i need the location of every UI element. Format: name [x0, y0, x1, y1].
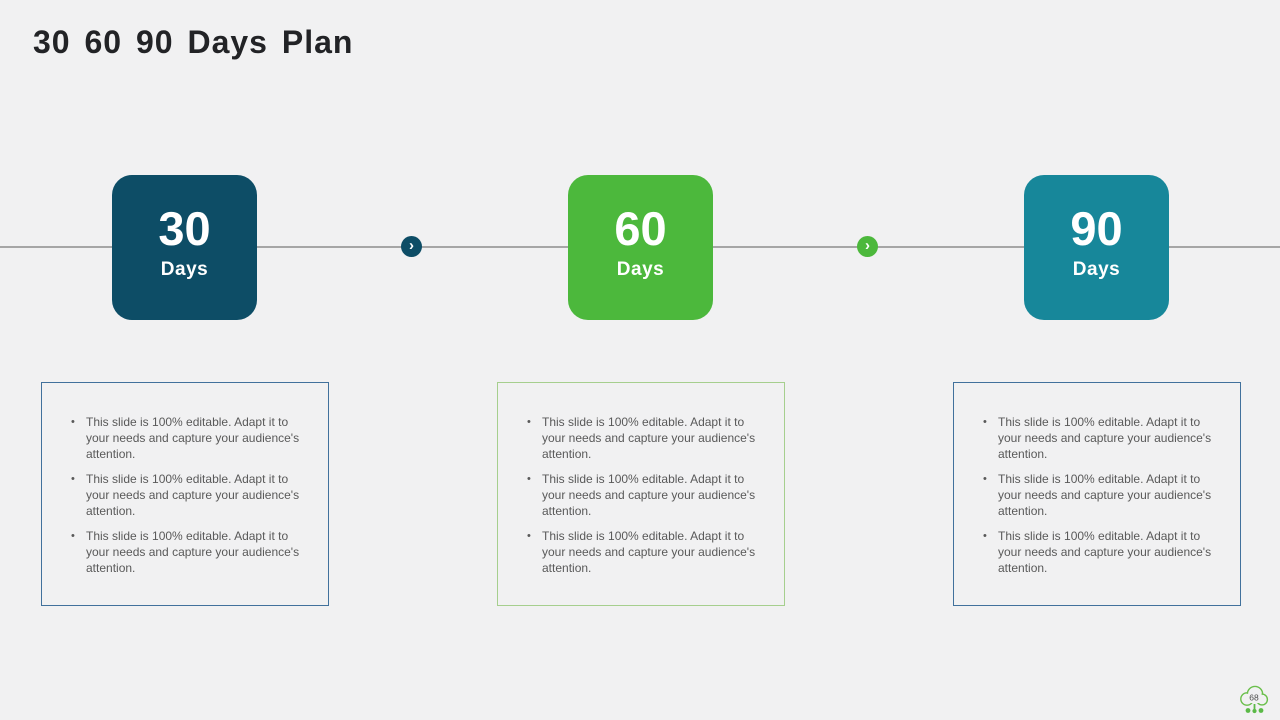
bullet-list: This slide is 100% editable. Adapt it to… — [69, 414, 302, 576]
bullet-item: This slide is 100% editable. Adapt it to… — [525, 414, 758, 462]
bullet-item: This slide is 100% editable. Adapt it to… — [525, 471, 758, 519]
notes-box-60-days: This slide is 100% editable. Adapt it to… — [497, 382, 785, 606]
bullet-item: This slide is 100% editable. Adapt it to… — [525, 528, 758, 576]
milestone-label: Days — [1072, 258, 1121, 280]
chevron-right-icon: › — [857, 236, 878, 257]
dots-icon — [1245, 704, 1264, 714]
milestone-card-90-days: 90 Days — [1024, 175, 1169, 320]
bullet-item: This slide is 100% editable. Adapt it to… — [69, 414, 302, 462]
notes-box-90-days: This slide is 100% editable. Adapt it to… — [953, 382, 1241, 606]
milestone-number: 30 — [158, 201, 211, 255]
bullet-item: This slide is 100% editable. Adapt it to… — [981, 414, 1214, 462]
bullet-item: This slide is 100% editable. Adapt it to… — [981, 471, 1214, 519]
milestone-card-30-days: 30 Days — [112, 175, 257, 320]
bullet-list: This slide is 100% editable. Adapt it to… — [981, 414, 1214, 576]
chevron-right-icon: › — [401, 236, 422, 257]
milestone-label: Days — [616, 258, 665, 280]
chevron-glyph: › — [865, 237, 870, 254]
cloud-page-number-icon: 68 — [1240, 685, 1269, 714]
milestone-card-60-days: 60 Days — [568, 175, 713, 320]
page-title: 30 60 90 Days Plan — [33, 24, 354, 60]
bullet-item: This slide is 100% editable. Adapt it to… — [69, 528, 302, 576]
milestone-number: 90 — [1070, 201, 1123, 255]
chevron-glyph: › — [409, 237, 414, 254]
milestone-label: Days — [160, 258, 209, 280]
bullet-item: This slide is 100% editable. Adapt it to… — [981, 528, 1214, 576]
page-number: 68 — [1249, 693, 1259, 703]
bullet-item: This slide is 100% editable. Adapt it to… — [69, 471, 302, 519]
milestone-number: 60 — [614, 201, 667, 255]
notes-box-30-days: This slide is 100% editable. Adapt it to… — [41, 382, 329, 606]
bullet-list: This slide is 100% editable. Adapt it to… — [525, 414, 758, 576]
